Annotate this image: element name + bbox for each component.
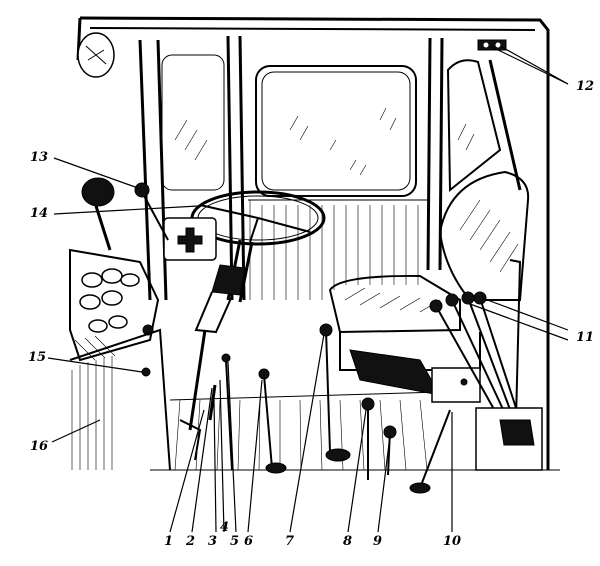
cab-lamp <box>77 32 115 78</box>
callout-15: 15 <box>28 350 47 365</box>
rear-wall-panel <box>248 199 430 300</box>
callout-13: 13 <box>30 150 49 165</box>
operator-seat <box>328 170 530 403</box>
callout-14: 14 <box>30 206 49 221</box>
first-aid-kit <box>163 217 217 261</box>
floor-levers <box>179 323 451 494</box>
callout-4: 4 <box>220 520 230 535</box>
rear-window <box>255 65 417 197</box>
instrument-panel <box>69 248 160 362</box>
steering-wheel <box>190 190 326 334</box>
leader-lines <box>47 45 569 533</box>
callout-5: 5 <box>230 534 240 549</box>
callout-16: 16 <box>30 439 49 454</box>
left-window <box>161 54 225 191</box>
callout-6: 6 <box>244 534 254 549</box>
callout-9: 9 <box>373 534 383 549</box>
callout-12: 12 <box>576 79 595 94</box>
gear-levers <box>429 259 543 471</box>
callout-2: 2 <box>186 534 196 549</box>
callout-3: 3 <box>208 534 218 549</box>
callout-7: 7 <box>285 534 295 549</box>
callout-8: 8 <box>343 534 353 549</box>
left-side-wall <box>69 177 171 471</box>
callout-11: 11 <box>576 330 595 345</box>
callout-1: 1 <box>164 534 174 549</box>
right-window <box>446 59 502 193</box>
mirror-bracket <box>477 39 507 51</box>
callout-10: 10 <box>443 534 462 549</box>
